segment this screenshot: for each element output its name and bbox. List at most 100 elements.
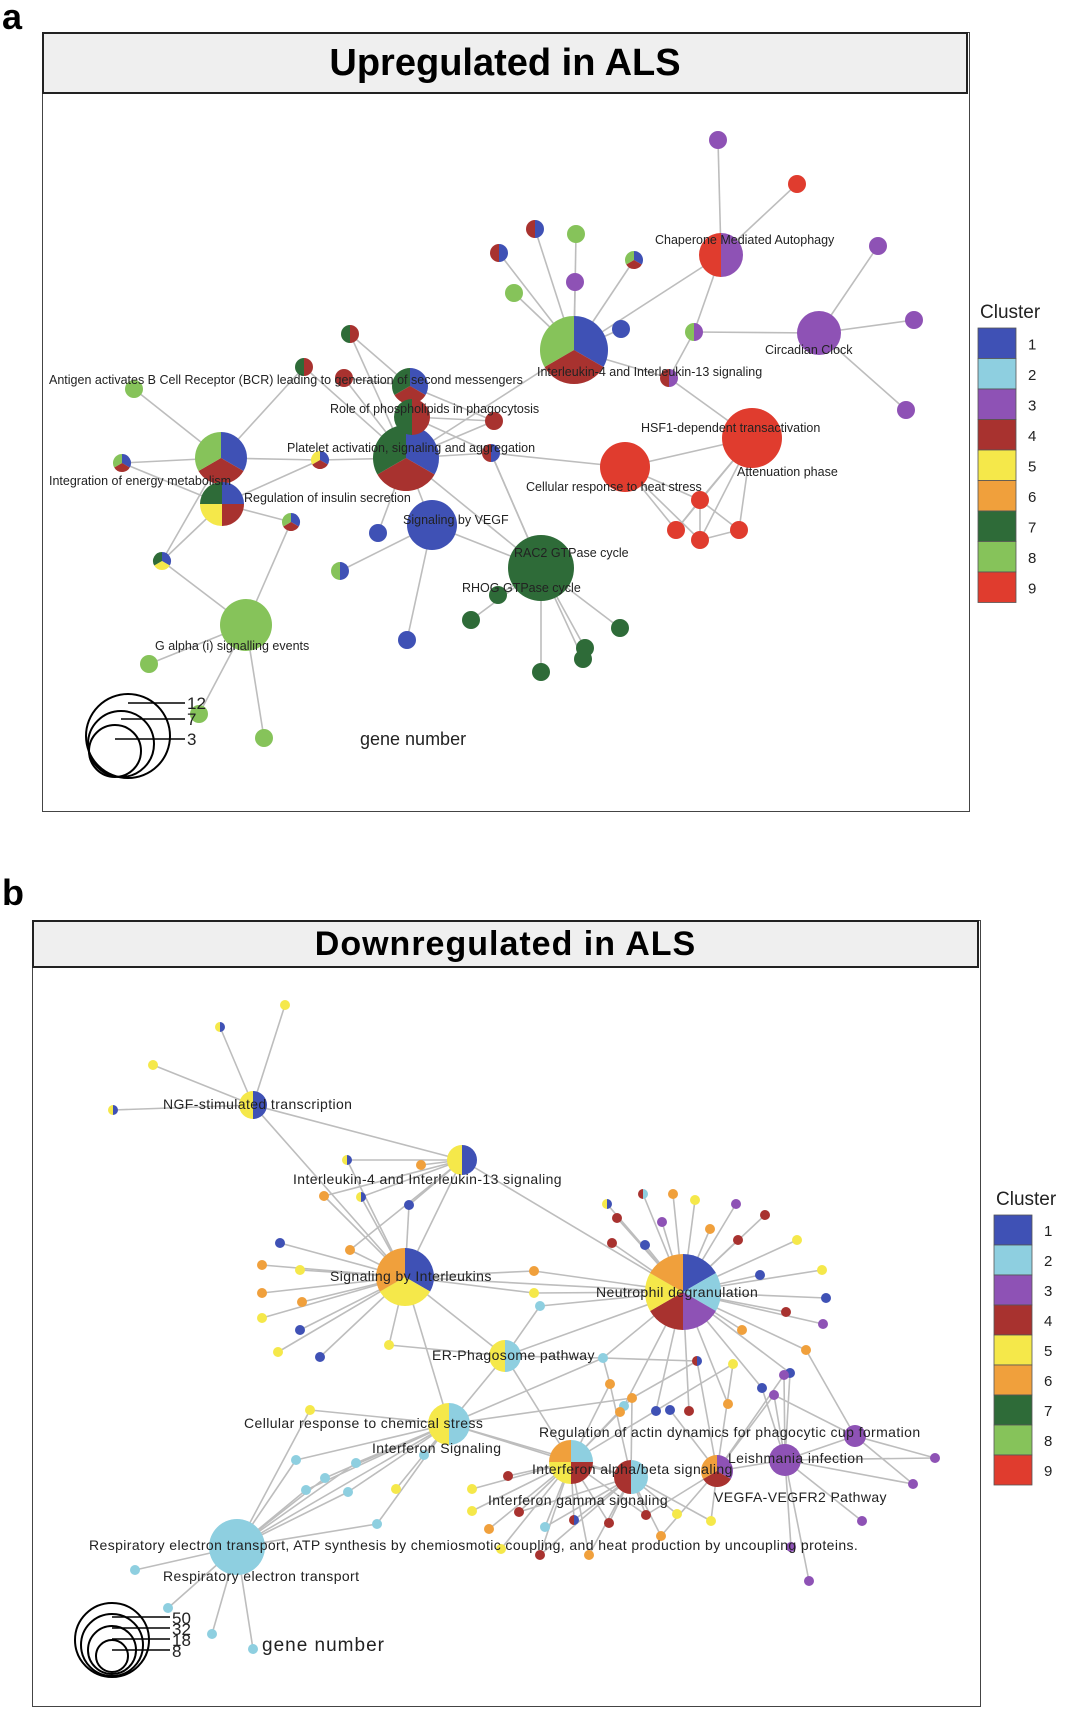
b-edge bbox=[784, 1459, 914, 1485]
a-node-p6 bbox=[526, 220, 544, 238]
b-node-q42 bbox=[760, 1210, 770, 1220]
panel-b-title: Downregulated in ALS bbox=[32, 920, 979, 968]
b-edge bbox=[602, 1357, 698, 1362]
b-edge bbox=[236, 1423, 450, 1548]
a-node-p8 bbox=[490, 244, 508, 262]
a-node-p36 bbox=[532, 663, 550, 681]
panel-b-pathway-label: Cellular response to chemical stress bbox=[244, 1415, 483, 1431]
b-node-q25 bbox=[291, 1455, 301, 1465]
a-node-p32 bbox=[462, 611, 480, 629]
panel-a-pathway-label: Signaling by VEGF bbox=[403, 513, 509, 527]
b-node-neut bbox=[645, 1254, 721, 1330]
legend-b-label-2: 2 bbox=[1044, 1253, 1052, 1270]
a-node-p27 bbox=[282, 513, 301, 531]
a-node-p21 bbox=[335, 369, 353, 387]
b-node-q50 bbox=[723, 1399, 733, 1409]
a-node-p4 bbox=[905, 311, 923, 329]
a-node-p11 bbox=[612, 320, 630, 338]
a-node-il4 bbox=[540, 316, 608, 385]
b-node-q5 bbox=[342, 1155, 352, 1165]
b-node-q14 bbox=[257, 1288, 267, 1298]
b-node-q29 bbox=[351, 1458, 361, 1468]
legend-a-swatch-1 bbox=[977, 327, 1017, 359]
b-node-q77 bbox=[467, 1506, 477, 1516]
size-legend-a-3: 3 bbox=[187, 730, 196, 749]
a-node-p39 bbox=[190, 705, 208, 723]
b-node-vegfa bbox=[701, 1455, 734, 1487]
b-node-q55 bbox=[657, 1217, 667, 1227]
b-node-q17 bbox=[295, 1325, 305, 1335]
b-node-q3 bbox=[148, 1060, 158, 1070]
b-node-q40 bbox=[690, 1195, 700, 1205]
b-node-leish bbox=[769, 1444, 801, 1476]
b-node-q59 bbox=[733, 1235, 743, 1245]
b-node-q49 bbox=[757, 1383, 767, 1393]
legend-b-swatch-6 bbox=[993, 1364, 1033, 1396]
panel-a-pathway-label: Attenuation phase bbox=[737, 465, 838, 479]
b-node-q69 bbox=[665, 1405, 675, 1415]
panel-b-pathway-label: Respiratory electron transport bbox=[163, 1568, 359, 1584]
panel-a-pathway-label: RHOG GTPase cycle bbox=[462, 581, 581, 595]
b-node-q41 bbox=[731, 1199, 741, 1209]
legend-b-label-1: 1 bbox=[1044, 1223, 1052, 1240]
a-node-p25 bbox=[113, 454, 131, 473]
panel-b-pathway-label: Neutrophil degranulation bbox=[596, 1284, 758, 1300]
panel-a-pathway-label: Role of phospholipids in phagocytosis bbox=[330, 402, 539, 416]
b-node-q86 bbox=[535, 1550, 545, 1560]
size-legend-b-18: 18 bbox=[172, 1631, 191, 1650]
b-edge bbox=[854, 1435, 914, 1485]
panel-a-pathway-label: Chaperone Mediated Autophagy bbox=[655, 233, 835, 247]
b-node-ifn bbox=[428, 1403, 470, 1445]
b-node-q84 bbox=[672, 1509, 682, 1519]
b-edge bbox=[295, 1423, 450, 1461]
a-node-circ bbox=[797, 311, 841, 355]
legend-a-label-2: 2 bbox=[1028, 367, 1036, 384]
b-node-q65 bbox=[692, 1356, 702, 1366]
legend-a-swatch-7 bbox=[977, 510, 1017, 542]
legend-a-swatch-6 bbox=[977, 480, 1017, 512]
legend-b-label-5: 5 bbox=[1044, 1343, 1052, 1360]
b-node-q66 bbox=[728, 1359, 738, 1369]
b-node-q24 bbox=[305, 1405, 315, 1415]
a-node-p18 bbox=[730, 521, 748, 539]
b-node-q34 bbox=[163, 1603, 173, 1613]
a-node-galpha bbox=[220, 599, 272, 651]
a-node-p7 bbox=[567, 225, 585, 243]
a-node-p35 bbox=[611, 619, 629, 637]
legend-a-swatch-8 bbox=[977, 541, 1017, 573]
panel-a-letter: a bbox=[2, 0, 23, 37]
a-node-p14 bbox=[660, 369, 678, 387]
b-node-q45 bbox=[821, 1293, 831, 1303]
b-edge bbox=[252, 1104, 406, 1278]
a-node-p40 bbox=[255, 729, 273, 747]
a-node-p13 bbox=[685, 323, 703, 341]
b-node-q57 bbox=[607, 1238, 617, 1248]
panel-b-pathway-label: NGF-stimulated transcription bbox=[163, 1096, 352, 1112]
b-node-q30 bbox=[372, 1519, 382, 1529]
legend-b-swatch-9 bbox=[993, 1454, 1033, 1486]
legend-b-swatch-5 bbox=[993, 1334, 1033, 1366]
b-node-q21 bbox=[529, 1266, 539, 1276]
panel-a-pathway-label: RAC2 GTPase cycle bbox=[514, 546, 629, 560]
b-node-q54 bbox=[612, 1213, 622, 1223]
b-node-q26 bbox=[320, 1473, 330, 1483]
b-node-q87 bbox=[584, 1550, 594, 1560]
size-legend-b-label: gene number bbox=[262, 1635, 385, 1656]
b-node-q64 bbox=[627, 1393, 637, 1403]
a-node-rac2 bbox=[508, 535, 574, 601]
size-legend-a-label: gene number bbox=[360, 729, 466, 749]
panel-a-pathway-label: Cellular response to heat stress bbox=[526, 480, 702, 494]
b-node-q35 bbox=[207, 1629, 217, 1639]
legend-b-label-3: 3 bbox=[1044, 1283, 1052, 1300]
legend-b-swatch-2 bbox=[993, 1244, 1033, 1276]
b-node-q82 bbox=[604, 1518, 614, 1528]
panel-b-pathway-label: Leishmania infection bbox=[728, 1450, 864, 1466]
b-edge bbox=[252, 1104, 463, 1161]
b-node-ifna bbox=[549, 1440, 593, 1484]
b-node-actin bbox=[844, 1425, 866, 1447]
panel-a-legend-title: Cluster bbox=[980, 302, 1041, 323]
size-legend-a-7: 7 bbox=[187, 710, 196, 729]
legend-a-label-6: 6 bbox=[1028, 489, 1036, 506]
